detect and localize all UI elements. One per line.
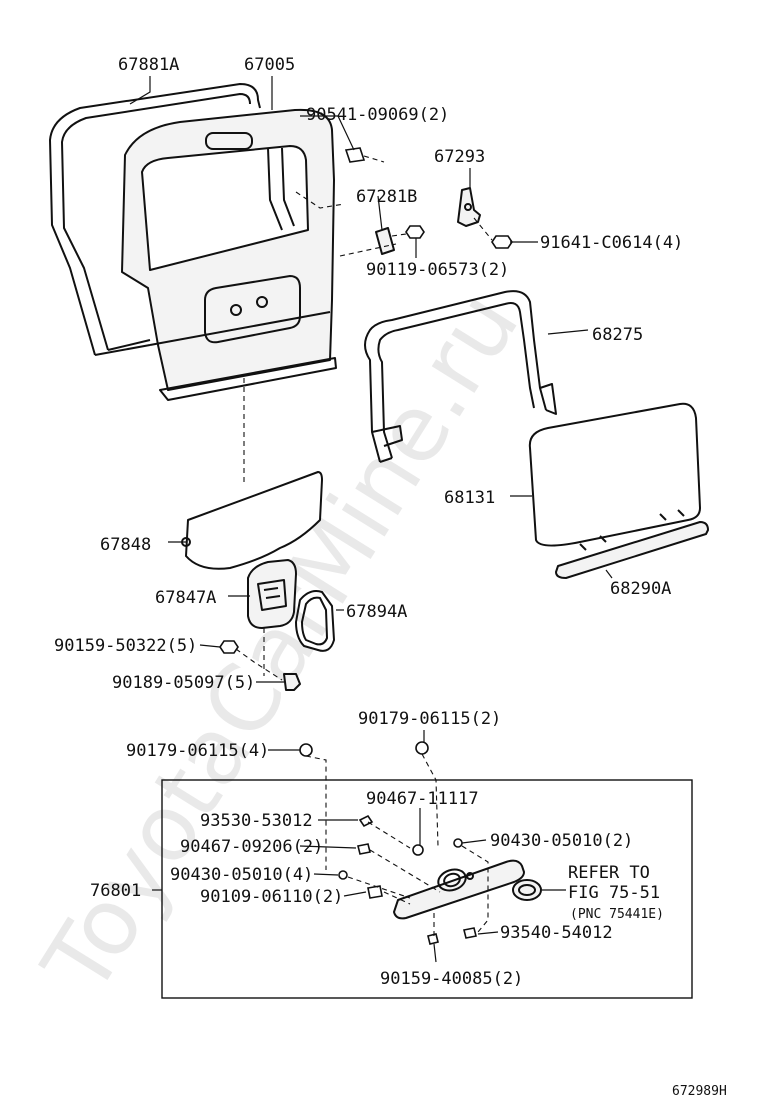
label-90109: 90109-06110(2)	[200, 887, 343, 907]
label-90189: 90189-05097(5)	[112, 673, 255, 693]
screw-93530	[358, 814, 374, 828]
moulding-68290A	[555, 521, 709, 579]
weatherstrip-67881A	[49, 83, 261, 356]
lock-cover-67847A	[247, 559, 297, 629]
glass-weatherstrip-68275	[364, 290, 557, 463]
label-67005: 67005	[244, 55, 295, 75]
label-68275: 68275	[592, 325, 643, 345]
bracket-67281B	[375, 227, 395, 255]
label-93540: 93540-54012	[500, 923, 613, 943]
label-90179-2: 90179-06115(2)	[358, 709, 501, 729]
nut-90467-11117	[412, 844, 424, 856]
bolt-90179-2	[415, 741, 429, 755]
label-67881A: 67881A	[118, 55, 179, 75]
label-68131: 68131	[444, 488, 495, 508]
bolt-91641	[491, 235, 513, 249]
back-door-67005	[121, 108, 337, 401]
label-67281B: 67281B	[356, 187, 417, 207]
label-67293: 67293	[434, 147, 485, 167]
figure-code: 672989H	[672, 1084, 727, 1099]
label-refer-1: REFER TO	[568, 863, 650, 883]
screw-93540	[463, 927, 477, 939]
assembly-box-76801	[161, 779, 693, 999]
hinge-67293	[457, 187, 481, 227]
screw-90159-40085	[427, 933, 439, 945]
label-91641: 91641-C0614(4)	[540, 233, 683, 253]
label-93530: 93530-53012	[200, 811, 313, 831]
label-90159-40085: 90159-40085(2)	[380, 969, 523, 989]
cushion-90541	[344, 147, 366, 163]
label-67847A: 67847A	[155, 588, 216, 608]
bolt-90179-4	[299, 743, 313, 757]
screw-90109	[367, 885, 383, 899]
emblem	[512, 879, 542, 901]
label-90467-11117: 90467-11117	[366, 789, 479, 809]
label-90119: 90119-06573(2)	[366, 260, 509, 280]
label-90541: 90541-09069(2)	[306, 105, 449, 125]
nut-90430-2	[453, 838, 463, 848]
label-76801: 76801	[90, 881, 141, 901]
screw-90159-50322	[219, 640, 239, 654]
garnish-76801	[393, 859, 525, 920]
label-90179-4: 90179-06115(4)	[126, 741, 269, 761]
label-90467-09206: 90467-09206(2)	[180, 837, 323, 857]
label-refer-3: (PNC 75441E)	[570, 907, 664, 922]
label-67894A: 67894A	[346, 602, 407, 622]
label-90430-4: 90430-05010(4)	[170, 865, 313, 885]
nut-90467-09206	[357, 843, 371, 855]
label-90159-50322: 90159-50322(5)	[54, 636, 197, 656]
back-door-glass-68131	[528, 402, 701, 551]
label-67848: 67848	[100, 535, 151, 555]
label-refer-2: FIG 75-51	[568, 883, 660, 903]
seal-67894A	[295, 590, 335, 652]
bolt-90119	[405, 225, 425, 239]
label-68290A: 68290A	[610, 579, 671, 599]
clip-90189	[283, 673, 301, 691]
nut-90430-4	[338, 870, 348, 880]
label-90430-2: 90430-05010(2)	[490, 831, 633, 851]
